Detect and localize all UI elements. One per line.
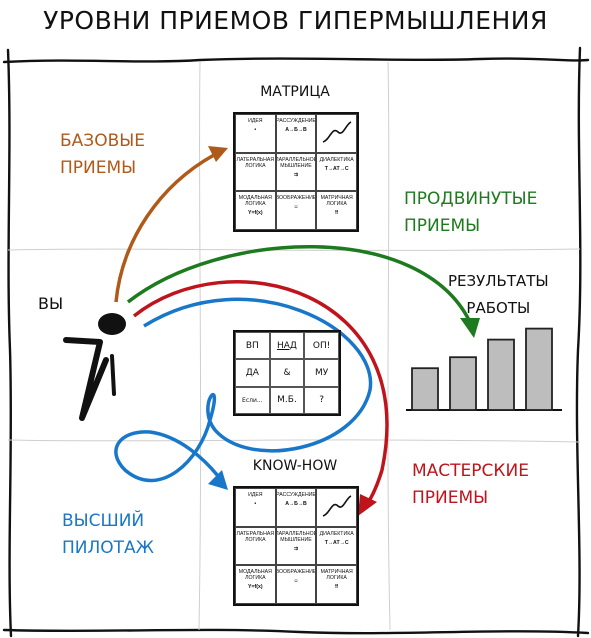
matrix-cell-symbol: • <box>254 501 257 507</box>
basic-line-2: ПРИЕМЫ <box>60 158 137 178</box>
matrix-cell <box>316 488 357 527</box>
matrix-cell-name: ВООБРАЖЕНИЕ <box>275 195 317 202</box>
basic-arrow <box>114 146 228 303</box>
pilot-arrow <box>114 297 373 490</box>
matrix-cell-symbol: ☺ <box>293 578 299 585</box>
pilot-line-1: ВЫСШИЙ <box>62 511 145 531</box>
matrix-cell: ДИАЛЕКТИКА Т→АТ→С <box>316 526 357 566</box>
matrix-cell: МАТРИЧНАЯ ЛОГИКА ⠿ <box>316 191 357 230</box>
matrix-cell-name: МОДАЛЬНАЯ ЛОГИКА <box>238 195 272 208</box>
matrix-cell-name: МАТРИЧНАЯ ЛОГИКА <box>320 195 353 208</box>
matrix-cell: РАССУЖДЕНИЕ А→Б→В <box>275 488 317 527</box>
master-techniques-label: МАСТЕРСКИЕ ПРИЕМЫ <box>412 458 529 512</box>
matrix-cell-symbol: Т→АТ→С <box>324 539 349 546</box>
matrix-cell-name: ДИАЛЕКТИКА <box>319 156 354 163</box>
matrix-cell-name: ДИАЛЕКТИКА <box>319 530 354 537</box>
matrix-cell-name: ВООБРАЖЕНИЕ <box>275 569 317 576</box>
curve-icon <box>322 495 352 517</box>
advanced-line-2: ПРИЕМЫ <box>404 216 481 236</box>
results-line-1: РЕЗУЛЬТАТЫ <box>448 272 549 290</box>
matrix-cell-symbol: ⇉ <box>293 171 299 178</box>
small-matrix-cell: ДА <box>235 359 270 387</box>
advanced-arrow <box>126 244 480 338</box>
results-line-2: РАБОТЫ <box>466 299 531 317</box>
matrix-cell: ИДЕЯ • <box>235 114 276 153</box>
small-matrix-cell: НАД <box>269 332 305 360</box>
basic-techniques-label: БАЗОВЫЕ ПРИЕМЫ <box>60 128 145 182</box>
results-label: РЕЗУЛЬТАТЫ РАБОТЫ <box>448 268 549 322</box>
you-label: ВЫ <box>38 294 64 313</box>
matrix-title: МАТРИЦА <box>260 84 330 100</box>
matrix-cell: МОДАЛЬНАЯ ЛОГИКА Y=f(x) <box>235 565 276 604</box>
matrix-cell-symbol: Т→АТ→С <box>324 165 349 172</box>
small-matrix-cell: МУ <box>304 359 339 387</box>
matrix-cell: МОДАЛЬНАЯ ЛОГИКА Y=f(x) <box>235 191 276 230</box>
matrix-cell-name: ИДЕЯ <box>248 118 263 124</box>
frame <box>2 46 590 638</box>
matrix-cell: ПАРАЛЛЕЛЬНОЕ МЫШЛЕНИЕ ⇉ <box>275 526 317 566</box>
matrix-cell-name: ПАРАЛЛЕЛЬНОЕ МЫШЛЕНИЕ <box>275 530 317 543</box>
advanced-line-1: ПРОДВИНУТЫЕ <box>404 189 538 209</box>
small-matrix-cell: ОП! <box>304 332 339 360</box>
small-matrix-cell: & <box>269 359 305 387</box>
matrix-cell-name: ПАРАЛЛЕЛЬНОЕ МЫШЛЕНИЕ <box>275 156 317 169</box>
person-icon <box>63 313 126 421</box>
chart-bar <box>525 327 553 411</box>
small-matrix-cell: ? <box>304 386 339 414</box>
small-matrix-cell: М.Б. <box>269 386 305 414</box>
matrix-cell: ПАРАЛЛЕЛЬНОЕ МЫШЛЕНИЕ ⇉ <box>275 152 317 192</box>
matrix-cell: РАССУЖДЕНИЕ А→Б→В <box>275 114 317 153</box>
basic-line-1: БАЗОВЫЕ <box>60 131 145 151</box>
knowhow-title: KNOW-HOW <box>252 458 338 474</box>
matrix-cell: ВООБРАЖЕНИЕ ☺ <box>275 565 317 604</box>
matrix-cell-name: РАССУЖДЕНИЕ <box>276 118 316 124</box>
matrix-cell-symbol: ⇉ <box>293 545 299 552</box>
pilot-line-2: ПИЛОТАЖ <box>62 538 154 558</box>
chart-bar <box>487 338 515 411</box>
matrix-cell-name: МОДАЛЬНАЯ ЛОГИКА <box>238 569 272 582</box>
matrix-cell-name: РАССУЖДЕНИЕ <box>276 492 316 498</box>
matrix-cell: ДИАЛЕКТИКА Т→АТ→С <box>316 152 357 192</box>
matrix-cell-symbol: ⠿ <box>334 210 339 217</box>
matrix-cell-symbol: Y=f(x) <box>248 210 263 217</box>
matrix-cell-name: ИДЕЯ <box>248 492 263 498</box>
matrix-cell: МАТРИЧНАЯ ЛОГИКА ⠿ <box>316 565 357 604</box>
advanced-techniques-label: ПРОДВИНУТЫЕ ПРИЕМЫ <box>404 186 537 240</box>
matrix-cell-name: МАТРИЧНАЯ ЛОГИКА <box>320 569 353 582</box>
curve-icon <box>322 121 352 143</box>
chart-bar <box>411 367 439 411</box>
top-pilot-label: ВЫСШИЙ ПИЛОТАЖ <box>62 508 154 562</box>
chart-bar <box>449 356 477 411</box>
master-arrow <box>132 279 389 516</box>
matrix-cell-symbol: А→Б→В <box>285 501 307 507</box>
matrix-cell-symbol: Y=f(x) <box>248 584 263 591</box>
master-line-1: МАСТЕРСКИЕ <box>412 461 529 481</box>
master-line-2: ПРИЕМЫ <box>412 488 489 508</box>
matrix-cell-symbol: • <box>254 127 257 133</box>
matrix-cell: ЛАТЕРАЛЬНАЯ ЛОГИКА <box>235 526 276 566</box>
matrix-cell-name: ЛАТЕРАЛЬНАЯ ЛОГИКА <box>236 156 275 169</box>
matrix-cell: ИДЕЯ • <box>235 488 276 527</box>
background-grid <box>7 61 581 631</box>
matrix-cell-symbol: А→Б→В <box>285 127 307 133</box>
small-matrix-cell: Если... <box>235 386 270 414</box>
matrix-cell: ЛАТЕРАЛЬНАЯ ЛОГИКА <box>235 152 276 192</box>
matrix-cell-name: ЛАТЕРАЛЬНАЯ ЛОГИКА <box>236 530 275 543</box>
matrix-cell-symbol: ☺ <box>293 204 299 211</box>
matrix-cell <box>316 114 357 153</box>
matrix-cell-symbol: ⠿ <box>334 584 339 591</box>
small-matrix-cell: ВП <box>235 332 270 360</box>
page-title: УРОВНИ ПРИЕМОВ ГИПЕРМЫШЛЕНИЯ <box>43 6 548 35</box>
matrix-cell: ВООБРАЖЕНИЕ ☺ <box>275 191 317 230</box>
chart-bars <box>411 327 553 411</box>
